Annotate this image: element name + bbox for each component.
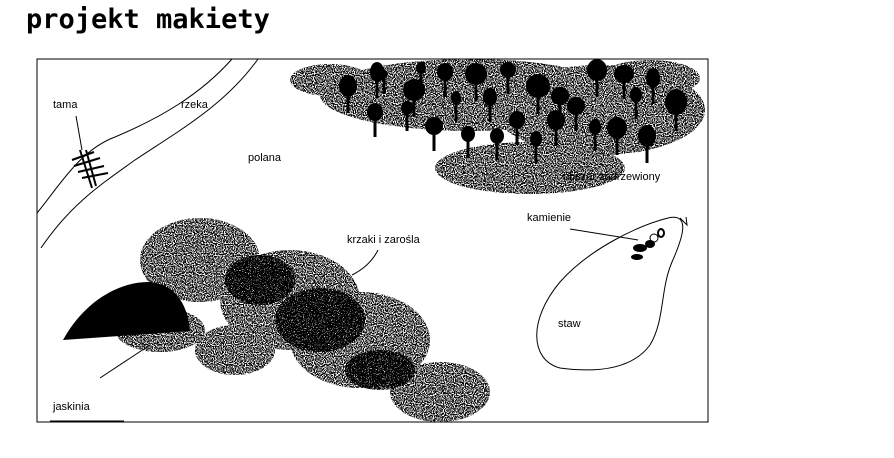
tree-crown — [630, 87, 642, 103]
tree-crown — [567, 97, 585, 115]
label-forest: obszar zadrzewiony — [563, 171, 661, 183]
tree-crown — [500, 62, 516, 78]
tree-crown — [551, 87, 569, 105]
tree-crown — [367, 103, 383, 121]
tree-crown — [665, 89, 687, 115]
tree-crown — [587, 59, 607, 81]
tree-crown — [461, 126, 475, 142]
tree-crown — [483, 88, 497, 106]
label-cave: jaskinia — [53, 401, 90, 413]
label-pond: staw — [558, 318, 581, 330]
dam-leader — [75, 115, 83, 151]
tree-crown — [509, 111, 525, 129]
cave-leader — [99, 344, 151, 379]
river — [36, 58, 259, 249]
label-river: rzeka — [181, 99, 208, 111]
tree-crown — [339, 75, 357, 97]
stones-leader — [569, 228, 639, 241]
tree-crown — [401, 101, 413, 115]
bushes-leader — [351, 249, 379, 276]
tree-crown — [607, 117, 627, 139]
tree-crown — [370, 62, 384, 82]
cave — [63, 282, 190, 340]
tree-crown — [589, 119, 601, 135]
tree-crown — [638, 125, 656, 147]
map-border — [36, 58, 709, 423]
page-title: projekt makiety — [26, 4, 270, 35]
pond — [536, 216, 684, 371]
tree-crown — [646, 68, 660, 88]
tree-crown — [530, 131, 542, 147]
dam-icon — [71, 149, 109, 189]
tree-crown — [380, 70, 388, 78]
tree-crown — [416, 62, 426, 74]
label-stones: kamienie — [527, 212, 572, 224]
label-bushes: krzaki i zarośla — [347, 234, 420, 246]
tree-crown — [547, 110, 565, 130]
pond-inlet — [679, 216, 688, 227]
forest-trees — [339, 59, 687, 163]
bushes-area — [115, 218, 490, 422]
label-clearing: polana — [248, 152, 282, 164]
tree-crown — [425, 117, 443, 135]
tree-crown — [490, 128, 504, 144]
label-dam: tama — [53, 99, 78, 111]
tree-crown — [451, 91, 461, 105]
stones-icon — [631, 228, 665, 260]
tree-crown — [465, 63, 487, 85]
tree-crown — [526, 74, 550, 98]
tree-crown — [437, 63, 453, 81]
tree-crown — [614, 65, 634, 83]
